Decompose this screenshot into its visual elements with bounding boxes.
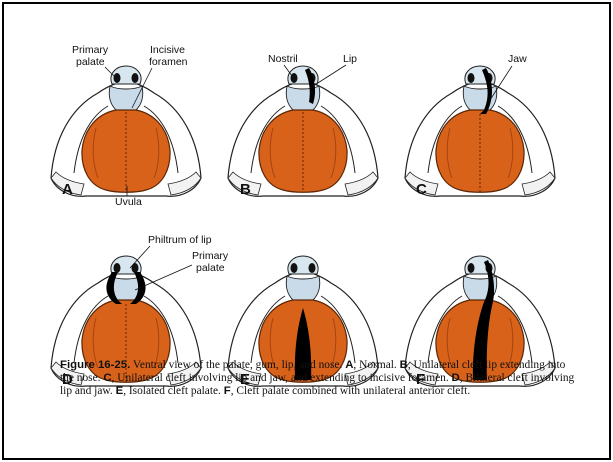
label-primary-palate-1: Primary bbox=[72, 44, 109, 56]
label-lip: Lip bbox=[343, 53, 357, 65]
label-primary-palate-d-1: Primary bbox=[192, 250, 229, 262]
caption-figure-label: Figure 16-25. bbox=[60, 359, 130, 371]
caption-c-text: , Unilateral cleft involving lip and jaw… bbox=[112, 372, 452, 384]
label-jaw: Jaw bbox=[508, 53, 527, 65]
caption-c: C bbox=[103, 372, 111, 384]
panel-letter-c: C bbox=[416, 181, 427, 198]
panel-a bbox=[51, 66, 201, 196]
label-primary-palate-2: palate bbox=[76, 56, 105, 68]
label-incisive-2: foramen bbox=[149, 56, 188, 68]
caption-text-1: Ventral view of the palate, gum, lip, an… bbox=[130, 359, 345, 371]
caption-a-text: , Normal. bbox=[353, 359, 399, 371]
caption-f: F bbox=[224, 385, 231, 397]
label-philtrum: Philtrum of lip bbox=[148, 234, 212, 246]
caption-b: B bbox=[400, 359, 408, 371]
caption-d: D bbox=[452, 372, 460, 384]
label-primary-palate-d-2: palate bbox=[196, 262, 225, 274]
label-nostril: Nostril bbox=[268, 53, 298, 65]
panel-b bbox=[228, 66, 378, 196]
label-incisive-1: Incisive bbox=[150, 44, 185, 56]
panel-c bbox=[405, 66, 555, 196]
panel-letter-b: B bbox=[240, 181, 251, 198]
figure-caption: Figure 16-25. Ventral view of the palate… bbox=[60, 359, 580, 398]
label-uvula: Uvula bbox=[115, 196, 142, 208]
caption-e-text: , Isolated cleft palate. bbox=[123, 385, 224, 397]
caption-f-text: , Cleft palate combined with unilateral … bbox=[231, 385, 470, 397]
panel-letter-a: A bbox=[62, 181, 73, 198]
